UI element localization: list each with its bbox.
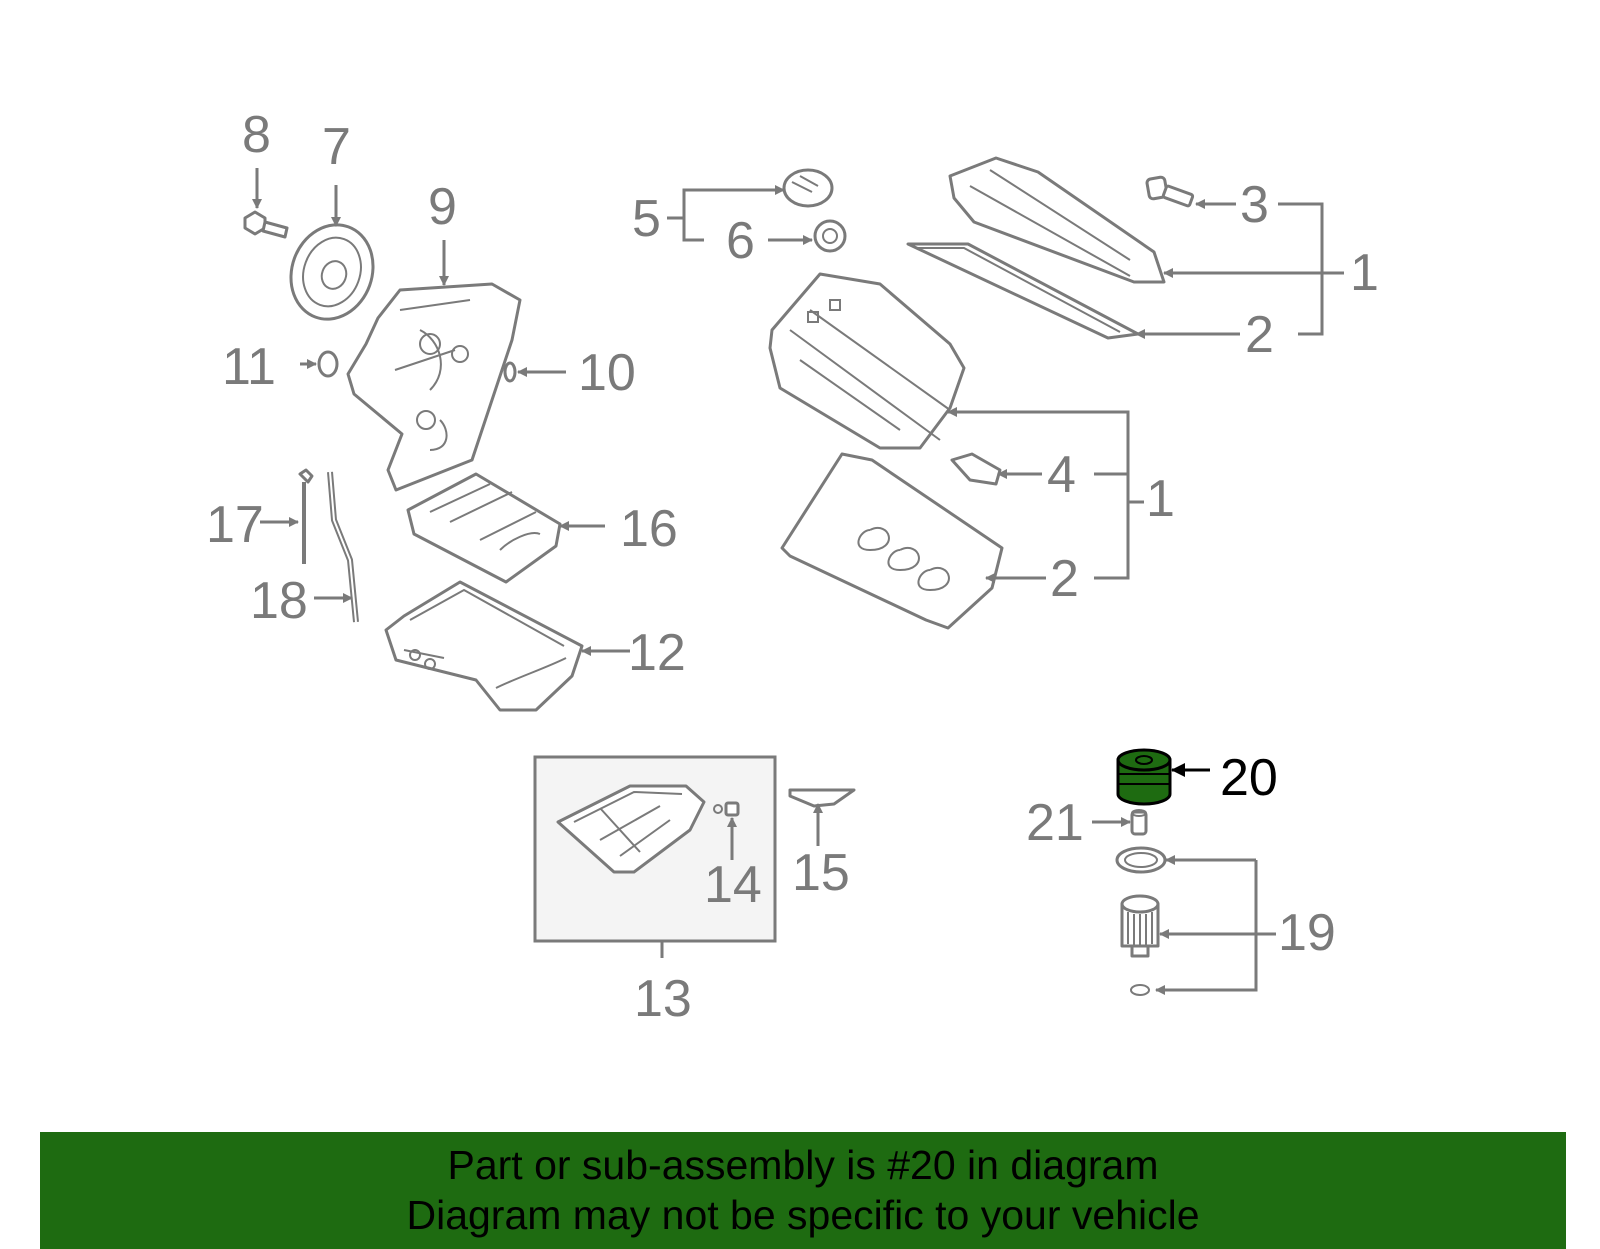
callout-8: 8	[242, 106, 271, 164]
oil-filter-kit-part-19[interactable]	[1115, 846, 1167, 996]
oil-filter-part-20[interactable]	[1116, 748, 1172, 806]
baffle-part-16[interactable]	[406, 472, 562, 584]
callout-1-upper: 1	[1350, 244, 1379, 302]
callout-14: 14	[704, 856, 762, 914]
leader-19a	[1155, 860, 1258, 995]
callout-6: 6	[726, 212, 755, 270]
callout-20: 20	[1220, 749, 1278, 807]
leader-5a	[682, 185, 785, 218]
filter-cap-part-21[interactable]	[1130, 809, 1148, 836]
callout-2-lower: 2	[1050, 550, 1079, 608]
callout-16: 16	[620, 500, 678, 558]
callout-2-upper: 2	[1245, 306, 1274, 364]
callout-13: 13	[634, 970, 692, 1028]
seal-part-11[interactable]	[317, 350, 339, 378]
bolt-part-8[interactable]	[243, 210, 289, 239]
callout-5: 5	[632, 190, 661, 248]
footer-banner: Part or sub-assembly is #20 in diagram D…	[40, 1132, 1566, 1249]
callout-17: 17	[206, 496, 264, 554]
callout-11: 11	[222, 338, 276, 396]
timing-cover-part-9[interactable]	[346, 282, 522, 492]
callout-9: 9	[428, 178, 457, 236]
dipstick-tube-part-18[interactable]	[327, 471, 359, 623]
callout-18: 18	[250, 572, 308, 630]
callout-21: 21	[1026, 794, 1084, 852]
footer-line-1: Part or sub-assembly is #20 in diagram	[447, 1142, 1159, 1188]
callout-19: 19	[1278, 904, 1336, 962]
oil-filler-cap-part-5[interactable]	[782, 168, 834, 208]
leader-5b	[682, 218, 704, 242]
callout-7: 7	[322, 118, 351, 176]
pcv-valve-part-4[interactable]	[950, 452, 1002, 486]
gasket-part-6[interactable]	[813, 219, 847, 253]
oil-pan-lower-part-13[interactable]	[556, 784, 706, 874]
valve-cover-upper-part-1[interactable]	[948, 156, 1166, 284]
sensor-part-3[interactable]	[1145, 175, 1195, 208]
dipstick-part-17[interactable]	[298, 468, 314, 564]
callout-12: 12	[628, 624, 686, 682]
callout-1-lower: 1	[1146, 470, 1175, 528]
crankshaft-pulley-part-7[interactable]	[278, 213, 386, 331]
oil-pan-upper-part-12[interactable]	[384, 580, 584, 712]
bracket-1-lower	[1094, 412, 1130, 580]
callout-10: 10	[578, 344, 636, 402]
footer-line-2: Diagram may not be specific to your vehi…	[406, 1192, 1200, 1238]
seal-part-10[interactable]	[503, 361, 517, 383]
callout-15: 15	[792, 844, 850, 902]
valve-cover-gasket-lower-part-2[interactable]	[780, 452, 1004, 630]
callout-4: 4	[1047, 446, 1076, 504]
drain-plug-part-14[interactable]	[713, 801, 740, 817]
callout-3: 3	[1240, 176, 1269, 234]
valve-cover-lower-part-1[interactable]	[768, 272, 966, 450]
bracket-1-upper	[1278, 202, 1324, 336]
bracket-part-15[interactable]	[788, 788, 856, 808]
